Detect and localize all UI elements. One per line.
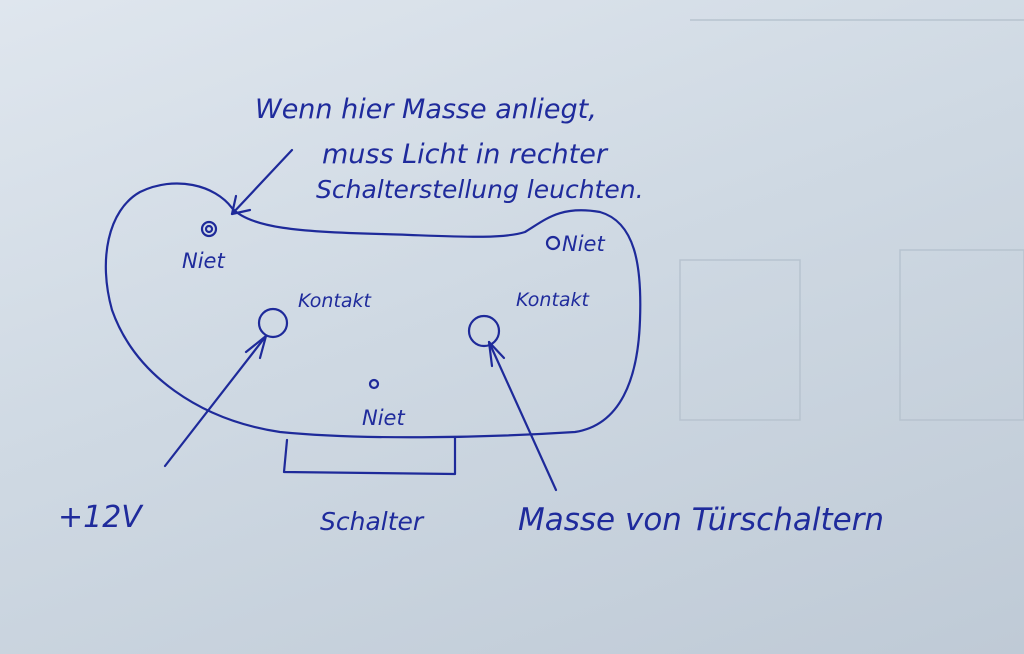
label-niet-top-left: Niet	[182, 249, 225, 273]
label-plus-12v: +12V	[58, 500, 144, 535]
annotation-line-2: muss Licht in rechter	[322, 139, 609, 170]
label-kontakt-left: Kontakt	[298, 290, 373, 312]
label-niet-bottom: Niet	[362, 406, 405, 430]
annotation-line-1: Wenn hier Masse anliegt,	[255, 94, 597, 125]
contact-left	[257, 307, 289, 339]
contact-right	[467, 314, 501, 348]
label-niet-top-right: Niet	[562, 232, 605, 256]
arrow-plus-12v	[163, 334, 268, 468]
rivet-top-right	[545, 235, 561, 251]
background-show-through	[679, 19, 1024, 421]
rivet-top-left-inner	[204, 224, 214, 234]
switch-actuator	[282, 435, 457, 476]
rivet-top-left	[200, 220, 218, 238]
switch-outline	[104, 182, 642, 439]
label-masse: Masse von Türschaltern	[518, 502, 884, 538]
label-schalter: Schalter	[320, 507, 425, 536]
arrow-masse	[487, 340, 558, 492]
label-kontakt-right: Kontakt	[516, 289, 591, 311]
arrow-annotation	[230, 148, 294, 216]
annotation-line-3: Schalterstellung leuchten.	[316, 175, 644, 204]
rivet-bottom	[368, 378, 380, 390]
